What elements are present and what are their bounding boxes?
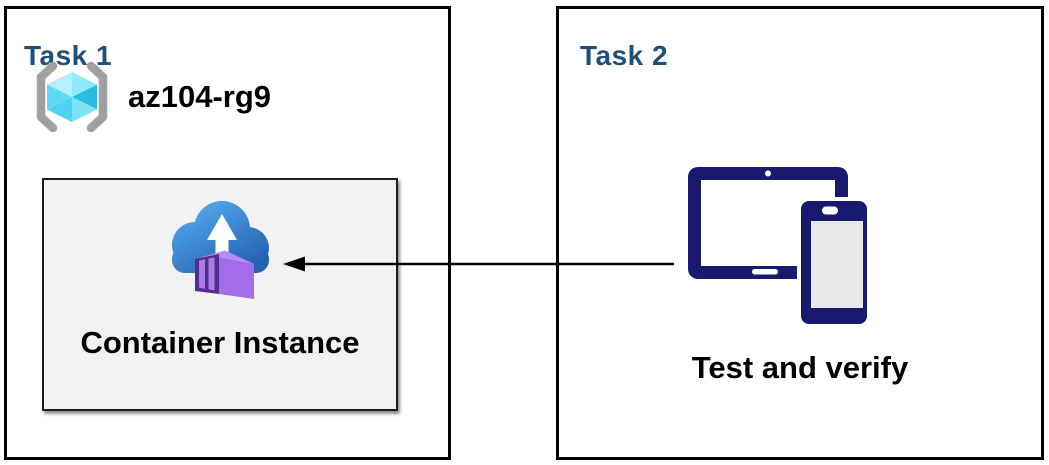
resource-group-name: az104-rg9 xyxy=(128,79,272,114)
tablet-and-phone-icon xyxy=(688,167,871,328)
resource-group-icon xyxy=(36,61,108,133)
container-instance-label: Container Instance xyxy=(80,325,360,360)
connector-arrow xyxy=(283,256,674,272)
task1-panel: Task 1 az104-rg9 xyxy=(4,6,451,460)
test-and-verify-label: Test and verify xyxy=(691,350,909,385)
resource-group: az104-rg9 xyxy=(32,61,271,133)
task2-title: Task 2 xyxy=(580,40,669,72)
phone-icon xyxy=(797,197,871,328)
upload-arrow-icon xyxy=(207,214,237,270)
container-cube xyxy=(195,250,254,299)
task2-panel: Task 2 Test and verify xyxy=(556,6,1044,460)
container-instance-icon xyxy=(172,201,269,299)
container-instance-box: Container Instance xyxy=(42,178,398,411)
